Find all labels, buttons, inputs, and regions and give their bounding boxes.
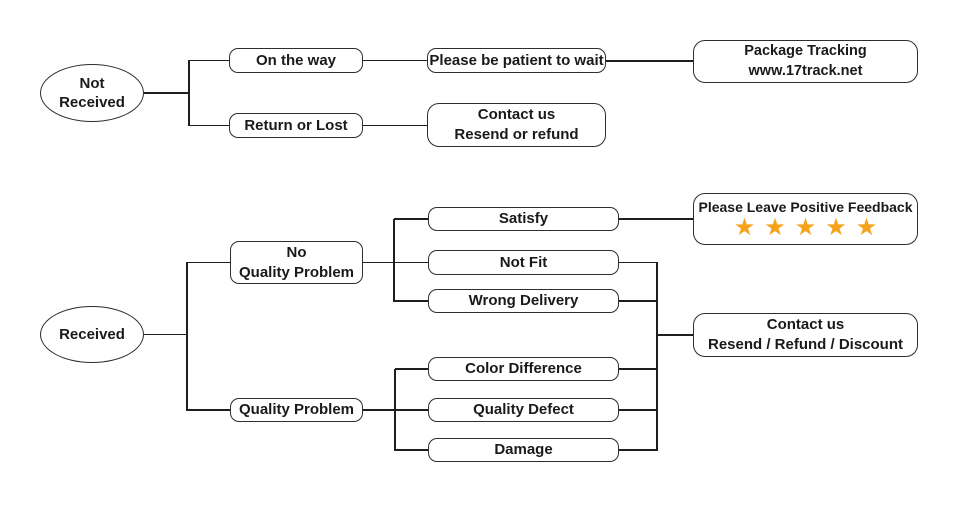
edge-collector-to-contact: [657, 334, 693, 336]
edge-return-to-contact: [363, 124, 427, 127]
edge-to-return-or-lost: [189, 124, 229, 127]
edge-to-damage: [395, 449, 428, 451]
node-quality-problem: Quality Problem: [230, 398, 363, 422]
edge-satisfy-to-feedback: [619, 218, 693, 220]
node-not-received: Not Received: [40, 64, 144, 122]
edge-patient-to-tracking: [606, 60, 693, 62]
edge-to-on-the-way: [189, 59, 229, 62]
edge-no-quality-to-cluster: [363, 261, 428, 264]
node-on-the-way: On the way: [229, 48, 363, 73]
edge-not-fit-out: [619, 261, 657, 264]
node-return-or-lost: Return or Lost: [229, 113, 363, 138]
node-positive-feedback: Please Leave Positive Feedback ★★★★★: [693, 193, 918, 245]
edge-not-received-stub: [144, 92, 189, 94]
node-damage: Damage: [428, 438, 619, 462]
edge-collector-branch: [656, 262, 658, 451]
edge-no-quality-cluster-branch: [393, 219, 395, 302]
edge-quality-cluster-branch: [394, 368, 396, 451]
edge-on-the-way-to-patient: [363, 59, 427, 62]
edge-received-branch: [186, 262, 188, 411]
edge-to-color-difference: [395, 368, 428, 370]
edge-quality-defect-out: [619, 409, 657, 411]
edge-to-wrong-delivery: [394, 300, 428, 302]
node-received: Received: [40, 306, 144, 363]
five-star-rating-icon: ★★★★★: [733, 214, 887, 242]
edge-to-quality-problem: [187, 409, 230, 411]
edge-received-stub: [144, 333, 187, 336]
node-color-difference: Color Difference: [428, 357, 619, 381]
node-wrong-delivery: Wrong Delivery: [428, 289, 619, 313]
node-quality-defect: Quality Defect: [428, 398, 619, 422]
edge-not-received-branch: [188, 60, 190, 126]
edge-damage-out: [619, 449, 657, 451]
edge-wrong-delivery-out: [619, 300, 657, 302]
node-package-tracking: Package Tracking www.17track.net: [693, 40, 918, 83]
edge-to-no-quality-problem: [187, 261, 230, 264]
node-contact-resend-refund-discount: Contact us Resend / Refund / Discount: [693, 313, 918, 357]
node-no-quality-problem: No Quality Problem: [230, 241, 363, 284]
edge-color-difference-out: [619, 368, 657, 370]
edge-to-satisfy: [394, 218, 428, 220]
node-not-fit: Not Fit: [428, 250, 619, 275]
node-satisfy: Satisfy: [428, 207, 619, 231]
node-contact-resend-refund: Contact us Resend or refund: [427, 103, 606, 147]
positive-feedback-label: Please Leave Positive Feedback: [698, 199, 913, 215]
node-be-patient: Please be patient to wait: [427, 48, 606, 73]
